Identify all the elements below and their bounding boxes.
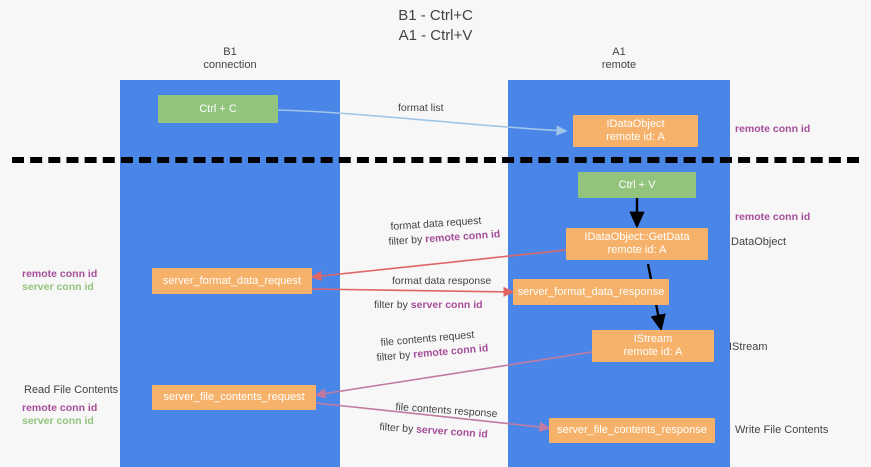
node-istream-line1: IStream xyxy=(633,333,673,345)
node-server-format-data-response-label: server_format_data_response xyxy=(517,285,665,298)
edge-label-format-list: format list xyxy=(398,102,444,114)
page-title: B1 - Ctrl+C A1 - Ctrl+V xyxy=(398,7,473,44)
node-server-file-contents-response[interactable]: server_file_contents_response xyxy=(549,418,715,443)
node-ctrl-c-label: Ctrl + C xyxy=(199,102,237,115)
annotation-left-server-conn-id-mid: server conn id xyxy=(22,281,94,293)
annotation-istream: IStream xyxy=(729,341,768,353)
filter-prefix: filter by xyxy=(379,420,417,436)
node-idataobject-line1: IDataObject xyxy=(606,118,665,130)
node-server-format-data-response[interactable]: server_format_data_response xyxy=(513,279,669,305)
node-istream-line2: remote id: A xyxy=(623,346,683,358)
filter-prefix: filter by xyxy=(376,348,414,364)
node-idataobject[interactable]: IDataObject remote id: A xyxy=(573,115,698,147)
edge-label-format-data-response-text: format data response xyxy=(392,275,492,287)
node-server-format-data-request[interactable]: server_format_data_request xyxy=(152,268,312,294)
column-heading-b1: B1 connection xyxy=(203,46,257,71)
node-getdata-line1: IDataObject::GetData xyxy=(584,231,690,243)
node-idataobject-line2: remote id: A xyxy=(606,131,665,143)
annotation-remote-conn-id-mid: remote conn id xyxy=(735,211,811,223)
annotation-left-server-conn-id-bottom: server conn id xyxy=(22,415,94,427)
annotation-left-remote-conn-id-mid: remote conn id xyxy=(22,268,98,280)
node-ctrl-v[interactable]: Ctrl + V xyxy=(578,172,696,198)
filter-key-remote-conn-id: remote conn id xyxy=(424,228,501,246)
node-server-file-contents-response-label: server_file_contents_response xyxy=(557,424,707,436)
edge-label-format-data-response: format data response xyxy=(392,274,491,288)
filter-prefix: filter by xyxy=(374,299,411,311)
node-server-format-data-request-label: server_format_data_request xyxy=(162,274,302,287)
edge-label-format-data-response-filter: filter by server conn id xyxy=(374,298,483,312)
section-divider xyxy=(12,157,859,163)
node-getdata[interactable]: IDataObject::GetData remote id: A xyxy=(566,228,708,260)
node-ctrl-v-label: Ctrl + V xyxy=(618,178,656,191)
edge-label-file-contents-response-text: file contents response xyxy=(395,400,498,421)
annotation-read-file-contents: Read File Contents xyxy=(24,384,119,396)
filter-key-server-conn-id: server conn id xyxy=(415,423,489,441)
filter-key-server-conn-id: server conn id xyxy=(410,299,483,311)
node-getdata-line2: remote id: A xyxy=(607,244,667,256)
annotation-left-remote-conn-id-bottom: remote conn id xyxy=(22,402,98,414)
column-heading-a1: A1 remote xyxy=(601,46,637,71)
node-istream[interactable]: IStream remote id: A xyxy=(592,330,714,362)
node-ctrl-c[interactable]: Ctrl + C xyxy=(158,95,278,123)
filter-prefix: filter by xyxy=(388,233,426,248)
annotation-write-file-contents: Write File Contents xyxy=(735,424,829,436)
edge-label-file-contents-response: file contents response xyxy=(395,400,498,421)
annotation-remote-conn-id-top: remote conn id xyxy=(735,123,811,135)
edge-label-file-contents-response-filter: filter by server conn id xyxy=(379,420,488,442)
node-server-file-contents-request[interactable]: server_file_contents_request xyxy=(152,385,316,410)
node-server-file-contents-request-label: server_file_contents_request xyxy=(163,391,305,403)
annotation-dataobject: DataObject xyxy=(731,236,787,248)
